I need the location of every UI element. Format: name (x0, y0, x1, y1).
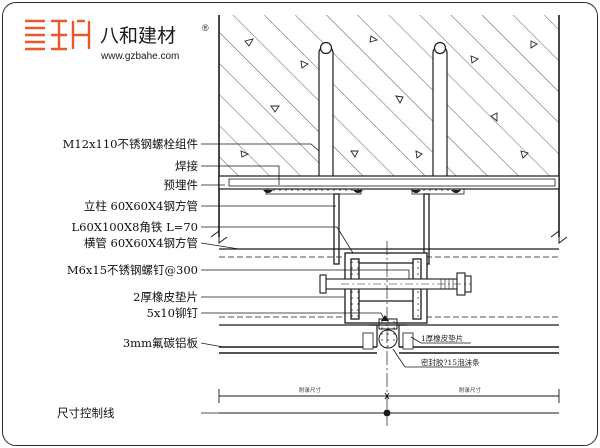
cad-drawing: 八和建材 ® www.gzbahe.com (25, 15, 568, 426)
label-bolt-assembly: M12x110不锈钢螺栓组件 (63, 137, 198, 151)
brand-url[interactable]: www.gzbahe.com (100, 51, 179, 62)
registered-mark: ® (202, 23, 209, 33)
panel-joint (219, 315, 559, 354)
brand-logo: 八和建材 ® www.gzbahe.com (25, 19, 209, 62)
label-rivet: 5x10铆钉 (147, 306, 199, 320)
embedded-plate (218, 175, 560, 195)
right-leaders (392, 336, 471, 368)
leader-lines (200, 143, 410, 414)
label-angle-steel: L60X100X8角铁 L=70 (72, 220, 198, 234)
dimension-mark-right: 附录尺寸 (459, 386, 482, 394)
dimension-mark-left: 附录尺寸 (299, 386, 322, 394)
through-bolt (319, 272, 472, 296)
brand-name: 八和建材 (100, 25, 176, 47)
label-weld: 焊接 (175, 159, 198, 173)
label-control-line: 尺寸控制线 (57, 406, 115, 420)
label-rubber-pad: 2厚橡皮垫片 (133, 290, 198, 304)
note-rubber-pad-1mm: 1厚橡皮垫片 (421, 333, 463, 343)
anchor-bolt-right (432, 41, 448, 176)
anchor-bolt-left (318, 41, 334, 176)
label-screw: M6x15不锈钢螺钉@300 (67, 263, 198, 277)
label-aluminum-panel: 3mm氟碳铝板 (123, 336, 199, 350)
aggregate-marks (240, 35, 538, 159)
label-column: 立柱 60X60X4钢方管 (84, 199, 198, 213)
label-horizontal-tube: 横管 60X60X4钢方管 (84, 236, 198, 250)
concrete-wall (210, 15, 568, 244)
dimension-lines (218, 389, 560, 417)
label-embedded-part: 预埋件 (164, 178, 199, 192)
logo-mark-icon (25, 19, 91, 51)
note-sealant-foam: 密封胶?15泡沫条 (421, 357, 480, 367)
